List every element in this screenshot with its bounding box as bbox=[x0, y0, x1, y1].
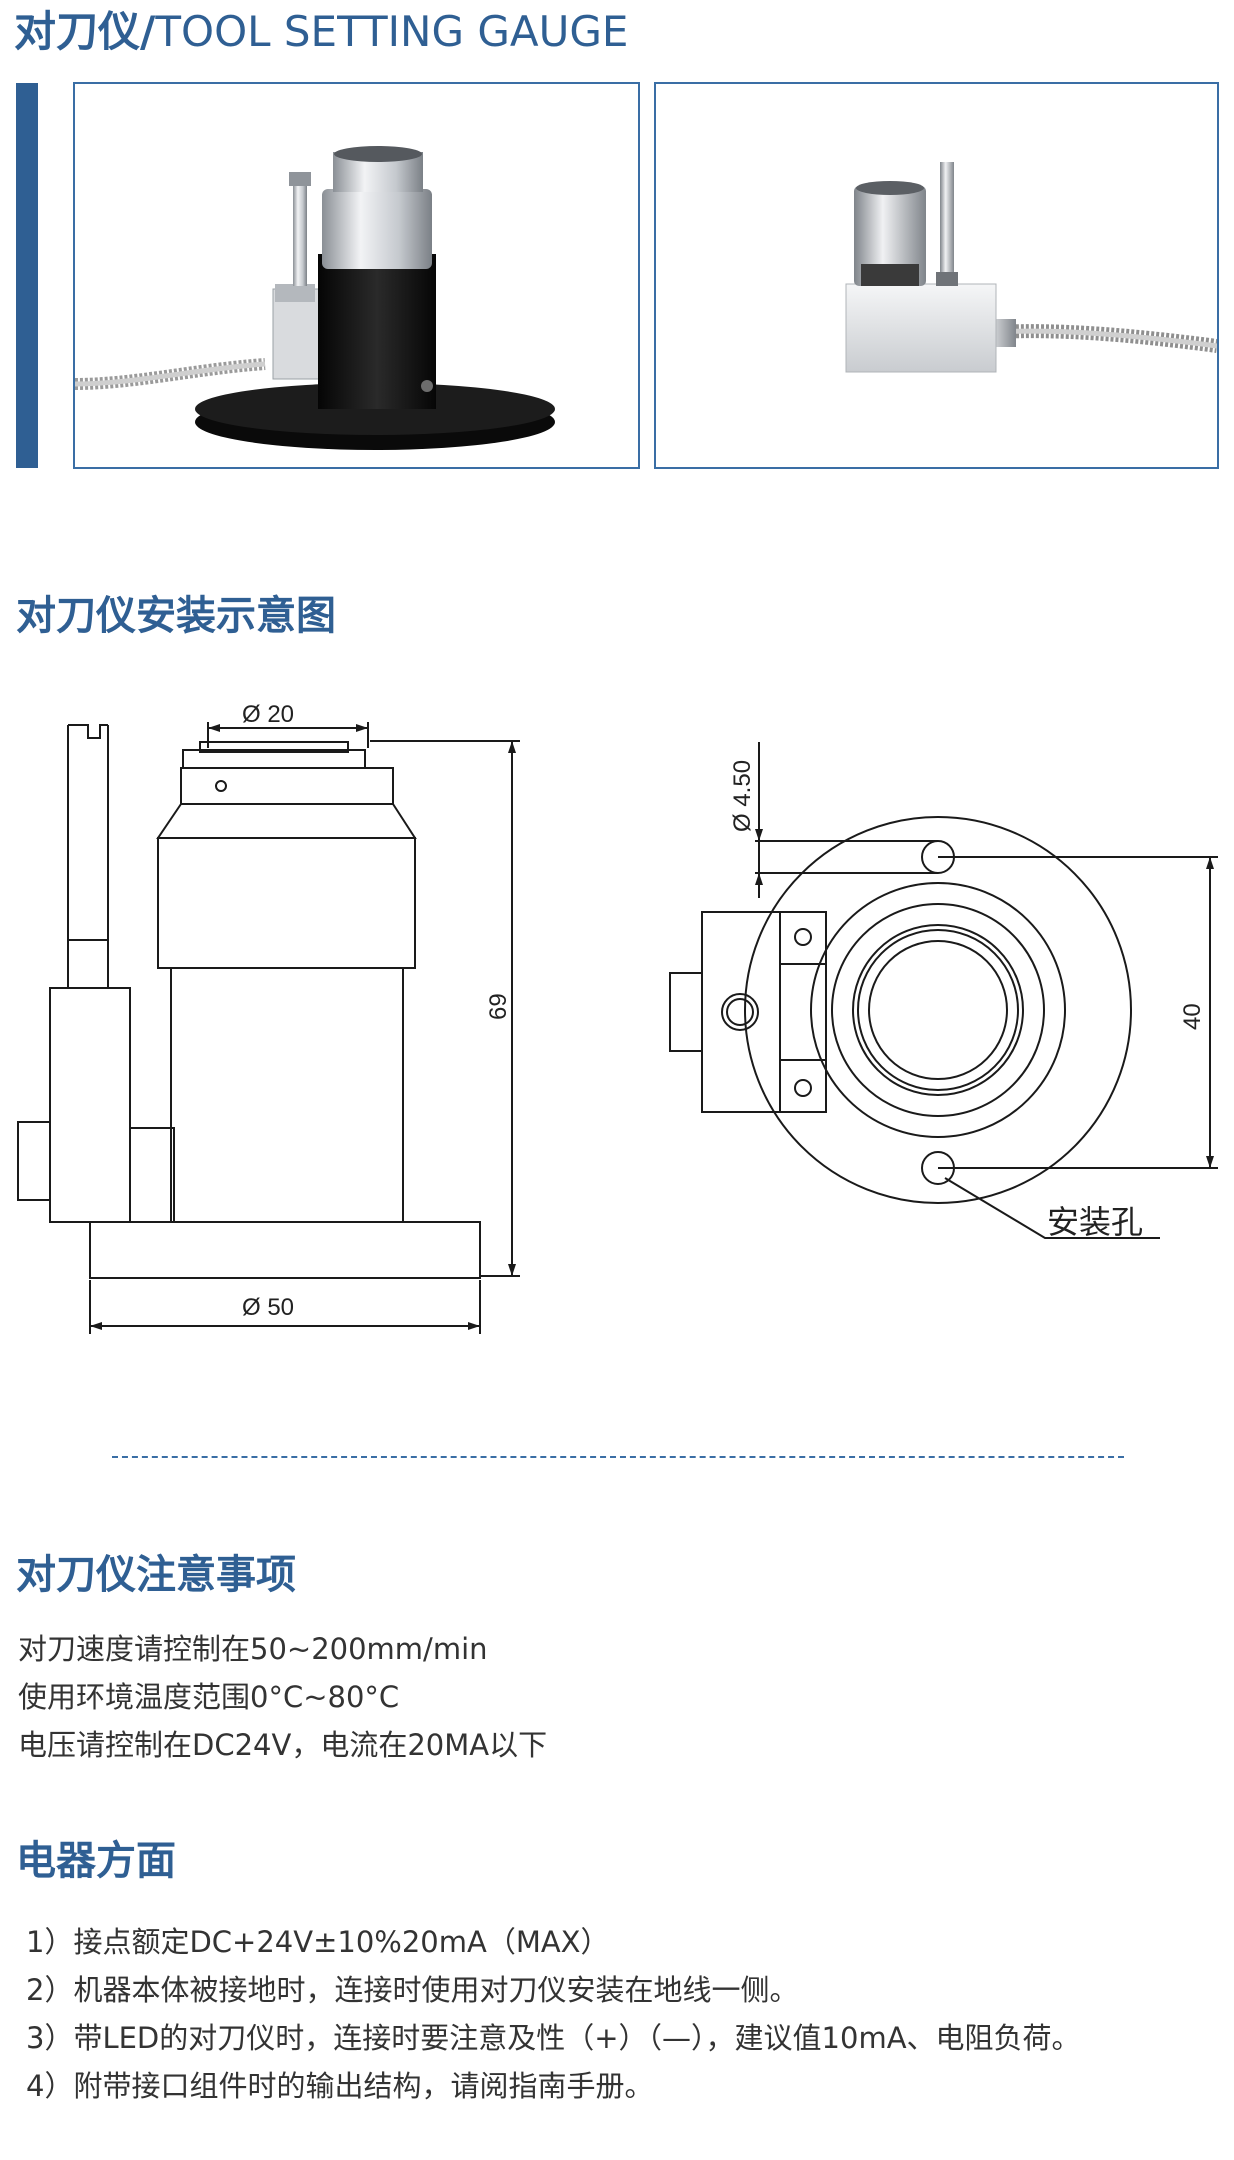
probe-rod bbox=[67, 724, 109, 988]
page-title-cn: 对刀仪 bbox=[14, 7, 141, 56]
dim-height: 69 bbox=[485, 993, 512, 1020]
notes-list: 对刀速度请控制在50~200mm/min 使用环境温度范围0°C~80°C 电压… bbox=[18, 1625, 547, 1769]
flange-outline bbox=[744, 816, 1132, 1204]
connector bbox=[17, 1121, 51, 1201]
list-item: 3）带LED的对刀仪时，连接时要注意及性（+）（—），建议值10mA、电阻负荷。 bbox=[26, 2021, 1081, 2055]
diagram-section-title: 对刀仪安装示意图 bbox=[16, 593, 336, 639]
collar bbox=[180, 767, 394, 805]
bracket bbox=[49, 987, 175, 1223]
side-connector bbox=[669, 972, 703, 1052]
base-plate bbox=[89, 1221, 481, 1279]
tool-setter-side-photo-icon bbox=[845, 162, 1218, 373]
dim-hole-diameter: Ø 4.50 bbox=[729, 760, 756, 832]
list-item: 电压请控制在DC24V，电流在20MA以下 bbox=[18, 1728, 548, 1762]
page-title-en: TOOL SETTING GAUGE bbox=[155, 7, 629, 56]
accent-bar bbox=[16, 83, 38, 468]
dim-hole-pitch: 40 bbox=[1179, 1003, 1206, 1030]
upper-housing bbox=[157, 837, 416, 969]
list-item: 2）机器本体被接地时，连接时使用对刀仪安装在地线一侧。 bbox=[26, 1973, 799, 2007]
shoulder bbox=[156, 803, 417, 839]
page-title-separator: / bbox=[140, 7, 156, 56]
dim-base-diameter: Ø 50 bbox=[242, 1294, 294, 1321]
list-item: 使用环境温度范围0°C~80°C bbox=[18, 1680, 400, 1714]
product-photo-front bbox=[73, 82, 640, 469]
list-item: 1）接点额定DC+24V±10%20mA（MAX） bbox=[26, 1925, 610, 1959]
list-item: 4）附带接口组件时的输出结构，请阅指南手册。 bbox=[26, 2069, 654, 2103]
lower-housing bbox=[170, 968, 404, 1222]
notes-section-title: 对刀仪注意事项 bbox=[16, 1552, 296, 1598]
product-photo-side bbox=[654, 82, 1219, 469]
tool-setter-front-photo-icon bbox=[74, 146, 555, 450]
list-item: 对刀速度请控制在50~200mm/min bbox=[18, 1632, 488, 1666]
installation-diagram: Ø 20 69 Ø 50 Ø 4.50 40 安装孔 bbox=[17, 701, 1218, 1334]
page-title: 对刀仪/TOOL SETTING GAUGE bbox=[14, 4, 628, 60]
section-divider bbox=[112, 1456, 1124, 1458]
dim-top-diameter: Ø 20 bbox=[242, 701, 294, 728]
side-block bbox=[701, 911, 781, 1113]
mount-hole-label: 安装孔 bbox=[1047, 1203, 1143, 1241]
electric-list: 1）接点额定DC+24V±10%20mA（MAX） 2）机器本体被接地时，连接时… bbox=[26, 1918, 1081, 2110]
electric-section-title: 电器方面 bbox=[16, 1838, 176, 1884]
hole-leader bbox=[944, 1177, 1160, 1239]
